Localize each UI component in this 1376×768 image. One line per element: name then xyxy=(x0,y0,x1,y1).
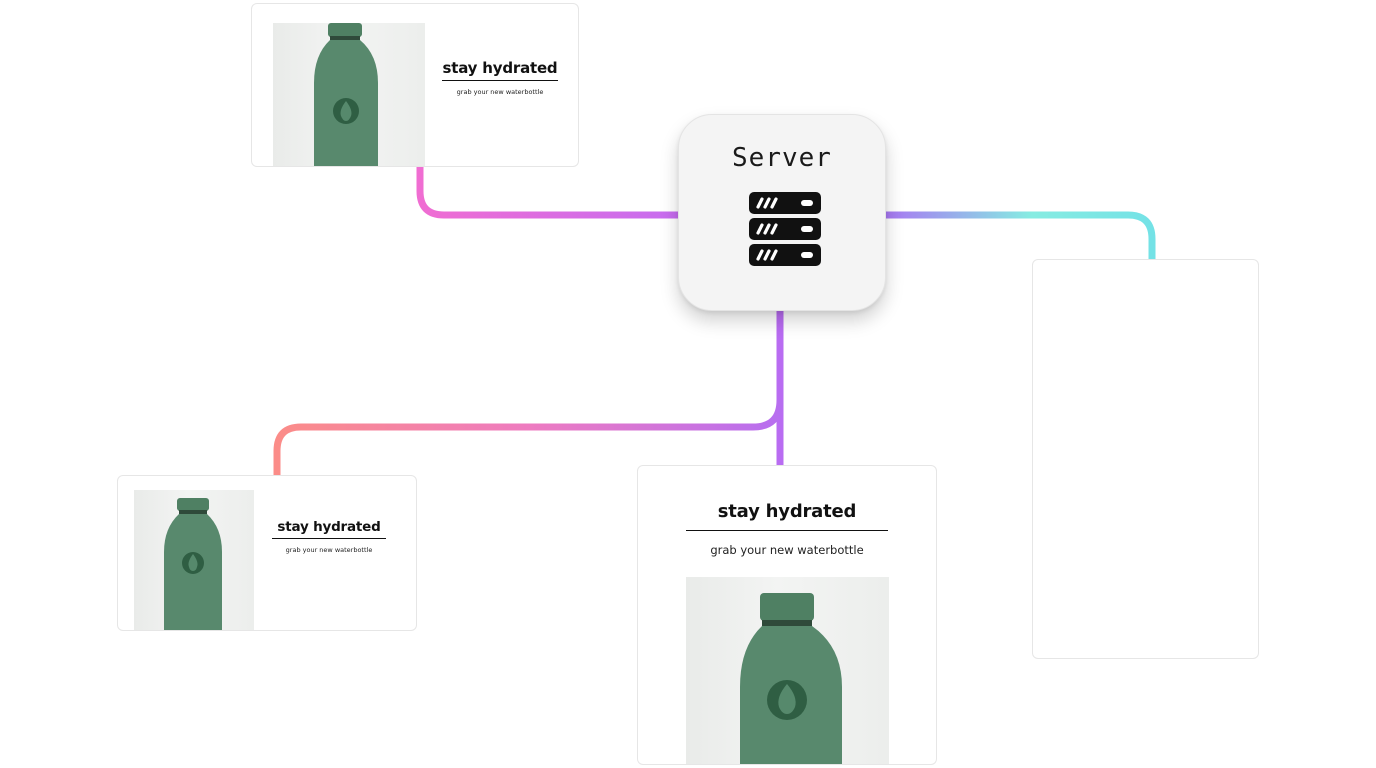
headline: stay hydrated xyxy=(272,519,386,539)
card-bottom-center: stay hydrated grab your new waterbottle xyxy=(637,465,937,765)
water-bottle-image xyxy=(686,577,889,764)
card-bottom-left: stay hydrated grab your new waterbottle xyxy=(117,475,417,631)
headline: stay hydrated xyxy=(686,501,888,531)
water-bottle-image xyxy=(273,23,425,166)
wire-right xyxy=(884,211,1156,260)
wire-top-left xyxy=(416,166,680,219)
server-node: Server xyxy=(678,114,886,311)
water-bottle-image xyxy=(134,490,254,630)
subline: grab your new waterbottle xyxy=(710,543,864,557)
subline: grab your new waterbottle xyxy=(285,546,373,554)
server-title: Server xyxy=(732,143,832,173)
wire-bottom-left xyxy=(273,399,784,476)
card-top-left: stay hydrated grab your new waterbottle xyxy=(251,3,579,167)
subline: grab your new waterbottle xyxy=(456,88,544,96)
card-right-empty xyxy=(1032,259,1259,659)
headline: stay hydrated xyxy=(442,59,558,81)
server-rack-icon xyxy=(749,192,821,266)
